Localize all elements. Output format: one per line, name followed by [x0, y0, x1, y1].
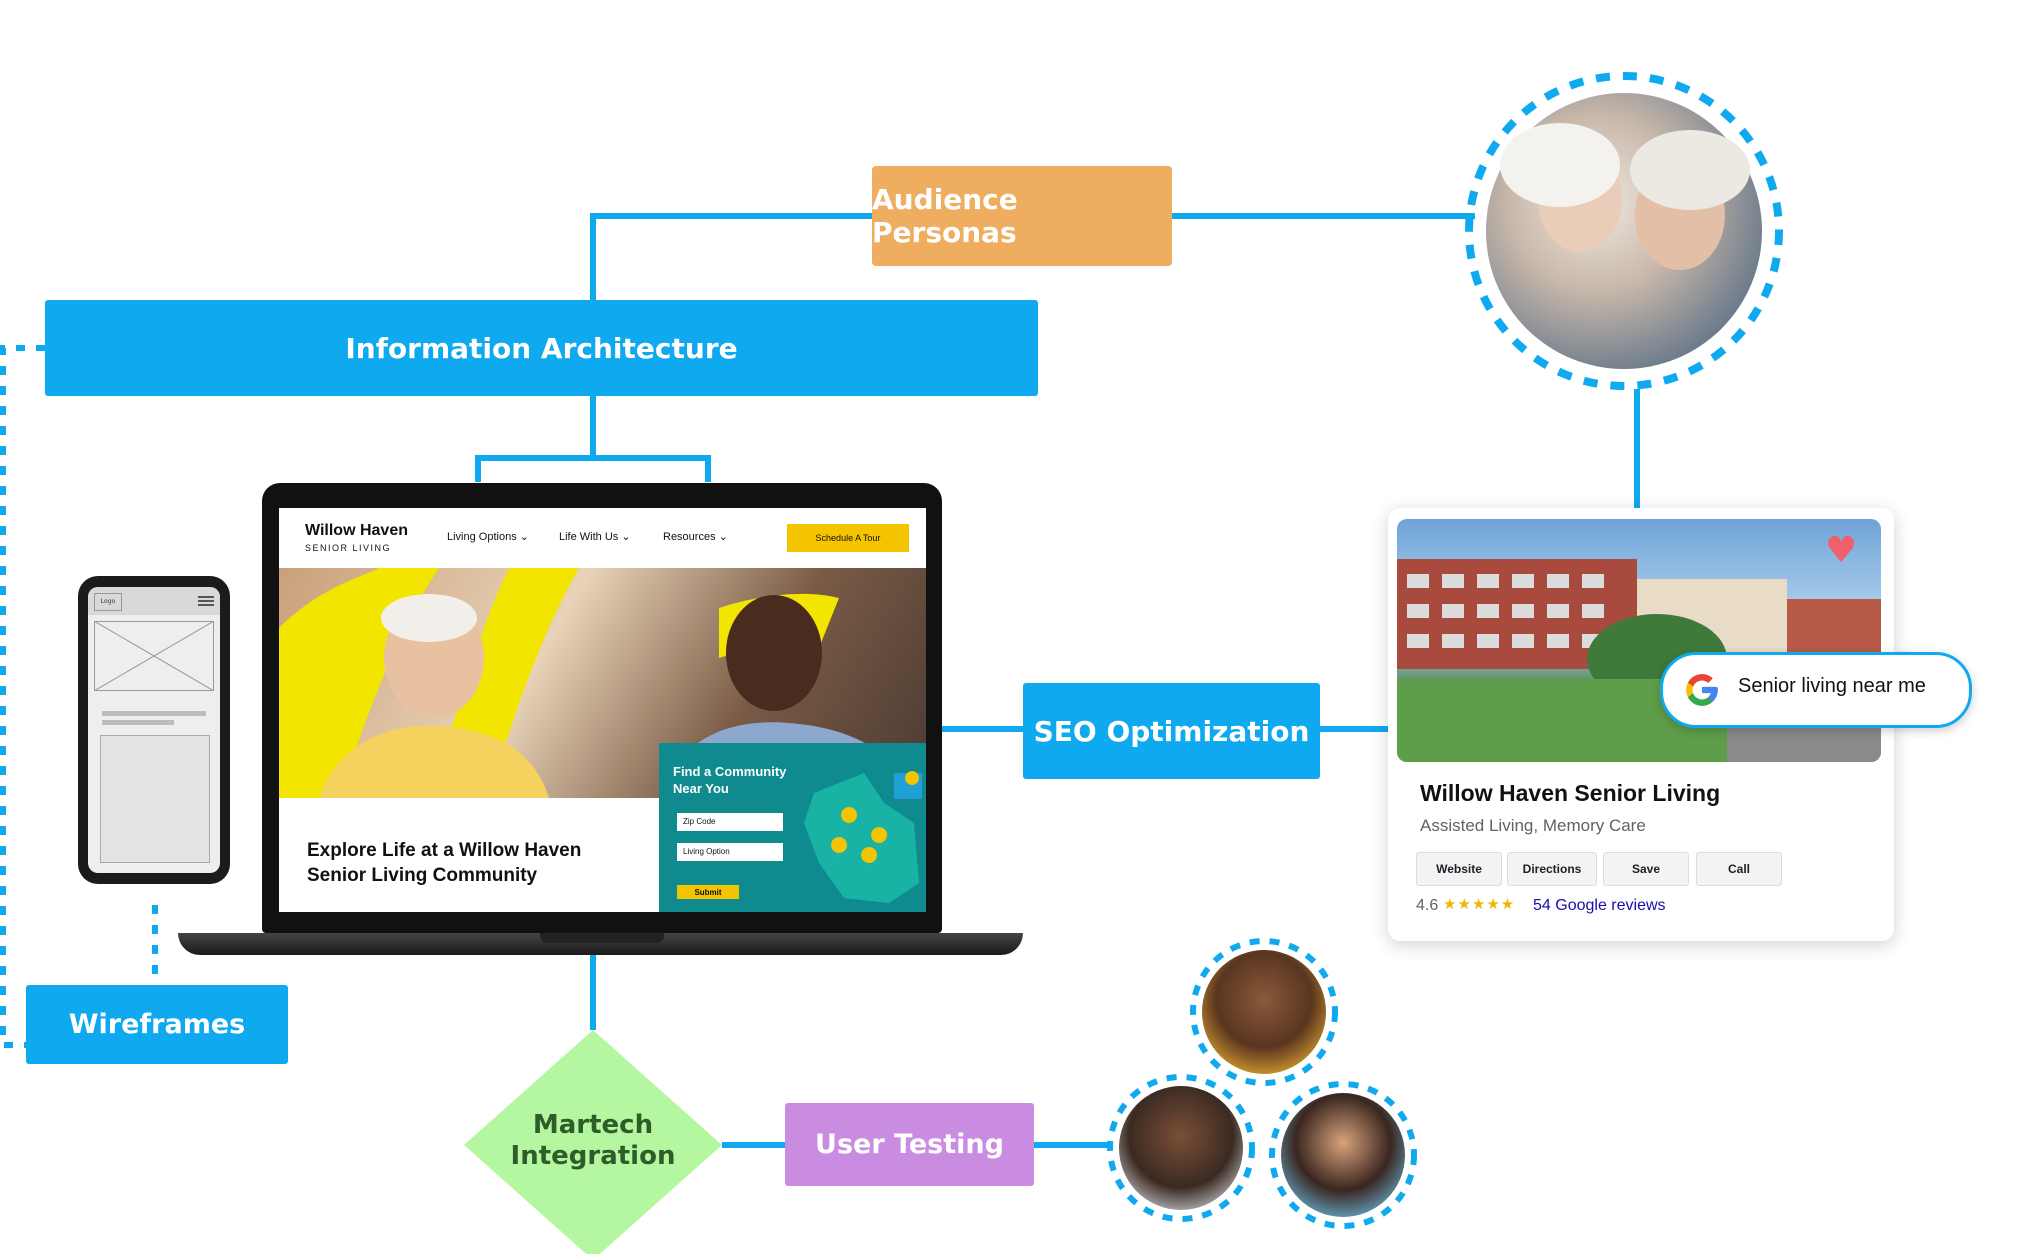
user-testing-label: User Testing: [815, 1129, 1004, 1160]
map-illustration: [804, 771, 922, 903]
directions-button[interactable]: Directions: [1507, 852, 1597, 886]
avatar-photo-2: [1119, 1086, 1243, 1210]
avatar-photo-3: [1281, 1093, 1405, 1217]
persona-hair-left: [1500, 123, 1620, 207]
website-button[interactable]: Website: [1416, 852, 1502, 886]
avatar-photo-1: [1202, 950, 1326, 1074]
chevron-down-icon: ⌄: [718, 531, 728, 543]
avatar-ring-3: [1269, 1081, 1417, 1229]
laptop-notch: [540, 933, 664, 943]
martech-integration-label: Martech Integration: [493, 1110, 693, 1172]
nav-item-label: Resources: [663, 531, 716, 543]
hamburger-icon: [198, 596, 214, 606]
persona-hair-right: [1630, 130, 1750, 210]
nav-item-life-with-us[interactable]: Life With Us ⌄: [559, 530, 631, 543]
wireframe-content-block: [100, 735, 210, 863]
website-brand-sub: SENIOR LIVING: [305, 543, 392, 553]
laptop-base: [178, 933, 1023, 955]
nav-item-label: Life With Us: [559, 531, 619, 543]
google-reviews-link[interactable]: 54 Google reviews: [1533, 897, 1666, 914]
heart-icon[interactable]: ♥: [1825, 530, 1858, 571]
rating-stars: ★★★★★: [1443, 895, 1516, 913]
phone-wireframe-screen: Logo: [88, 587, 220, 873]
finder-title: Find a Community Near You: [673, 764, 787, 796]
information-architecture-label: Information Architecture: [345, 331, 738, 365]
schedule-tour-button[interactable]: Schedule A Tour: [787, 524, 909, 552]
business-photo: ♥: [1397, 519, 1881, 762]
information-architecture-node: Information Architecture: [45, 300, 1038, 396]
martech-label-line2: Integration: [510, 1141, 676, 1171]
wireframes-node: Wireframes: [26, 985, 288, 1064]
wireframe-text-line: [102, 720, 174, 725]
connector-ia-to-wireframes-dashed: [0, 345, 45, 1048]
zip-code-input[interactable]: Zip Code: [677, 813, 783, 831]
website-brand-name[interactable]: Willow Haven: [305, 522, 408, 539]
seo-optimization-node: SEO Optimization: [1023, 683, 1320, 779]
connector-laptop-bracket: [475, 455, 711, 482]
business-building-illustration: [1397, 559, 1881, 762]
hero-headline: Explore Life at a Willow Haven Senior Li…: [307, 840, 582, 886]
wireframe-image-placeholder: [94, 621, 214, 691]
finder-submit-button[interactable]: Submit: [677, 885, 739, 899]
avatar-ring-2: [1107, 1074, 1255, 1222]
call-button[interactable]: Call: [1696, 852, 1782, 886]
nav-item-label: Living Options: [447, 531, 517, 543]
search-query-text: Senior living near me: [1738, 675, 1926, 697]
wireframes-label: Wireframes: [68, 1009, 246, 1040]
nav-item-resources[interactable]: Resources ⌄: [663, 530, 728, 543]
website-nav: Willow Haven SENIOR LIVING Living Option…: [279, 508, 926, 568]
seo-optimization-label: SEO Optimization: [1033, 714, 1310, 748]
chevron-down-icon: ⌄: [621, 531, 631, 543]
connector-ia-to-personas: [590, 213, 872, 300]
google-g-icon: [1686, 674, 1718, 706]
wireframe-logo: Logo: [94, 593, 122, 611]
wireframe-logo-text: Logo: [100, 598, 116, 605]
martech-integration-node: [464, 1030, 722, 1254]
martech-label-line1: Martech: [532, 1110, 654, 1140]
hero-caption: Explore Life at a Willow Haven Senior Li…: [279, 798, 659, 912]
nav-item-living-options[interactable]: Living Options ⌄: [447, 530, 529, 543]
business-category: Assisted Living, Memory Care: [1420, 816, 1646, 835]
chevron-down-icon: ⌄: [519, 531, 529, 543]
save-button[interactable]: Save: [1603, 852, 1689, 886]
user-testing-node: User Testing: [785, 1103, 1034, 1186]
business-rating: 4.6: [1416, 897, 1439, 914]
business-name: Willow Haven Senior Living: [1420, 780, 1721, 806]
community-finder: Find a Community Near You Zip Code Livin…: [659, 743, 926, 912]
audience-personas-label: Audience Personas: [872, 183, 1018, 249]
living-option-select[interactable]: Living Option: [677, 843, 783, 861]
wireframe-text-line: [102, 711, 206, 716]
website-screen: Willow Haven SENIOR LIVING Living Option…: [279, 508, 926, 912]
avatar-ring-1: [1190, 938, 1338, 1086]
audience-personas-node: Audience Personas: [872, 166, 1172, 266]
persona-photo-ring: [1465, 72, 1783, 390]
